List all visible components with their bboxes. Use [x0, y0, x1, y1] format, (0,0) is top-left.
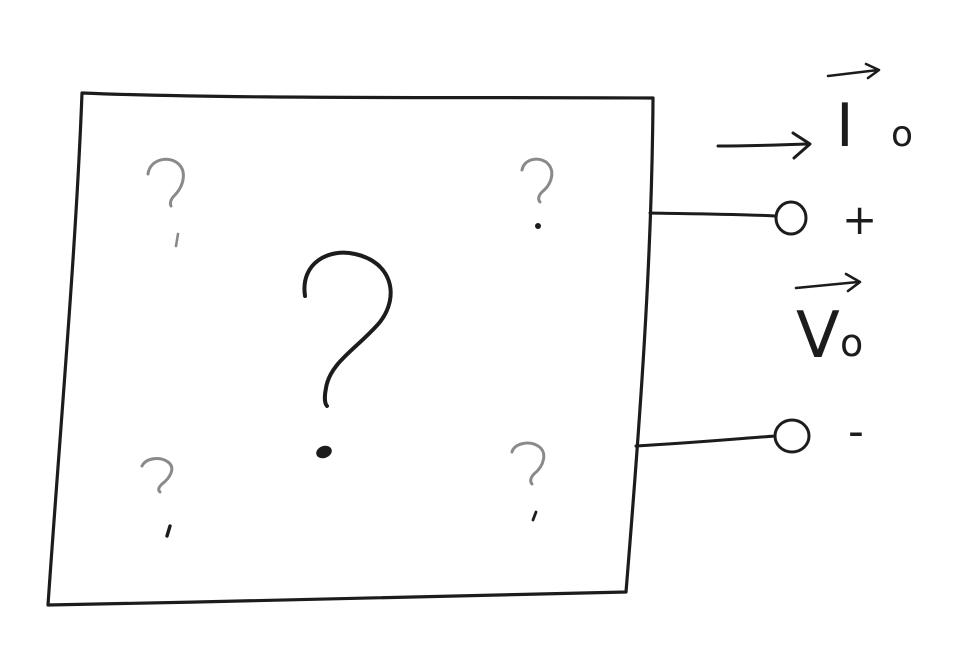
current-symbol: I: [836, 91, 854, 161]
current-vector-arrow-icon: [826, 62, 881, 80]
top-terminal: [774, 200, 808, 236]
top-terminal-lead: [648, 211, 777, 218]
bottom-right-question-mark: [510, 441, 546, 522]
voltage-label: V o: [794, 272, 863, 373]
voltage-vector-arrow-icon: [794, 272, 862, 293]
center-question-mark: [302, 250, 393, 459]
bottom-polarity-label: -: [848, 406, 864, 457]
top-left-question-mark: [146, 157, 185, 248]
bottom-terminal: [773, 418, 811, 454]
current-label: I o: [826, 62, 913, 161]
current-arrow-icon: [716, 131, 812, 160]
top-polarity-label: +: [842, 195, 877, 244]
center-question-dot: [316, 445, 332, 459]
voltage-subscript: o: [840, 321, 863, 365]
top-right-question-mark: [520, 157, 554, 229]
bottom-terminal-lead: [634, 434, 777, 448]
black-box-outline: [46, 91, 655, 607]
current-subscript: o: [891, 114, 913, 155]
bottom-left-question-mark: [140, 457, 174, 538]
center-question-curve: [302, 250, 393, 408]
voltage-symbol: V: [796, 299, 840, 373]
